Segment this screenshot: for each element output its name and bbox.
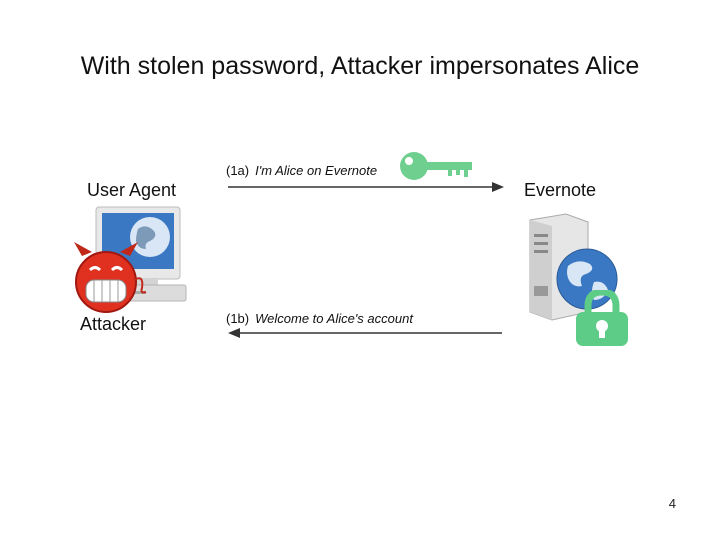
- step-1a-message: I'm Alice on Evernote: [255, 163, 378, 178]
- devil-icon: [74, 242, 147, 313]
- step-1a-number: (1a): [226, 163, 250, 178]
- page-number: 4: [668, 496, 676, 511]
- lock-icon: [576, 290, 628, 346]
- arrow-1a: [228, 182, 504, 192]
- step-1b-message: Welcome to Alice's account: [255, 311, 413, 326]
- attacker-label: Attacker: [80, 314, 147, 334]
- step-1b-label: (1b) Welcome to Alice's account: [226, 311, 413, 326]
- arrow-1b: [228, 328, 502, 338]
- user-agent-label: User Agent: [87, 180, 177, 200]
- key-icon: [400, 152, 472, 180]
- step-1b-number: (1b): [226, 311, 250, 326]
- evernote-label: Evernote: [524, 180, 597, 200]
- slide-title: With stolen password, Attacker impersona…: [80, 52, 640, 80]
- step-1a-label: (1a) I'm Alice on Evernote: [226, 163, 377, 178]
